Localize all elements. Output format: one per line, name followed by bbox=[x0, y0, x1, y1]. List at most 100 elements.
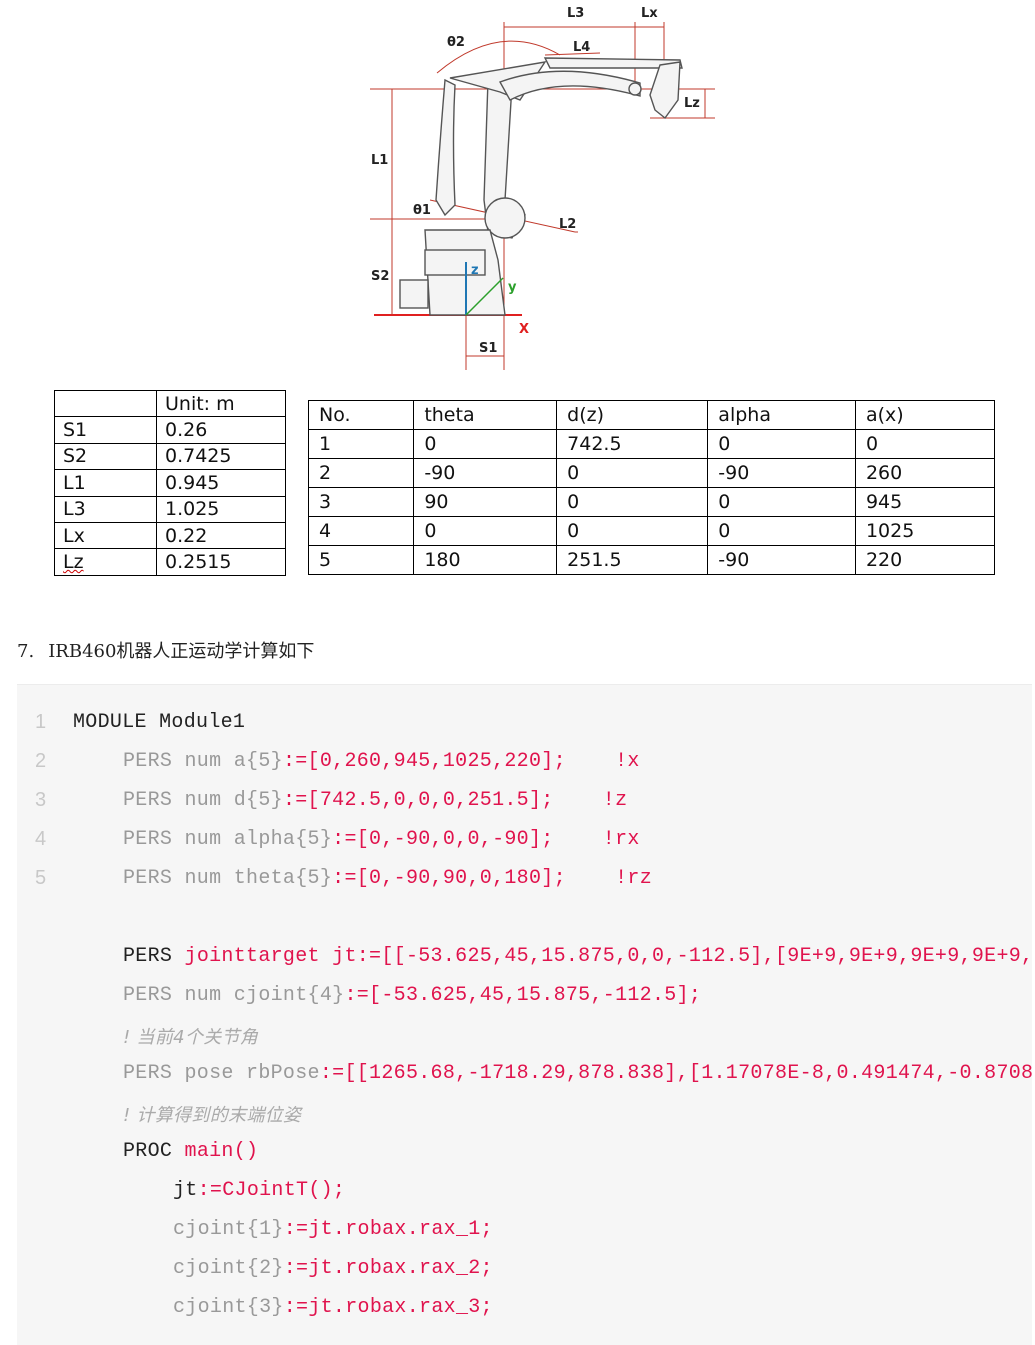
label-Lz: Lz bbox=[684, 96, 700, 111]
line-number: 3 bbox=[35, 789, 47, 811]
table-cell: a(x) bbox=[854, 400, 996, 430]
code-token: PERS num d{5} bbox=[123, 789, 283, 812]
table-cell: 0 bbox=[556, 487, 709, 517]
table-cell: 3 bbox=[307, 487, 415, 517]
code-token: !rx bbox=[553, 828, 640, 851]
code-token: :=jt.robax.rax_3; bbox=[283, 1296, 493, 1319]
code-text: jt:=CJointT(); bbox=[173, 1179, 345, 1202]
table-cell: 180 bbox=[413, 545, 558, 575]
code-token: :=[-53.625,45,15.875,-112.5]; bbox=[344, 984, 702, 1007]
line-number: 5 bbox=[35, 867, 47, 889]
table-cell: 5 bbox=[307, 545, 415, 575]
code-text: ! 当前4个关节角 bbox=[123, 1023, 258, 1050]
code-token: PERS pose rbPose bbox=[123, 1062, 320, 1085]
label-L2: L2 bbox=[559, 217, 576, 232]
table-cell: 0.2515 bbox=[156, 548, 286, 576]
table-cell: 220 bbox=[854, 545, 996, 575]
label-L1: L1 bbox=[371, 153, 388, 168]
code-token: :=CJointT(); bbox=[197, 1179, 346, 1202]
code-token: cjoint{1} bbox=[173, 1218, 284, 1241]
code-token: PERS num cjoint{4} bbox=[123, 984, 345, 1007]
table-cell: 0 bbox=[413, 516, 558, 546]
table-header-row: Unit: m bbox=[54, 389, 286, 418]
table-cell: 90 bbox=[413, 487, 558, 517]
table-cell bbox=[54, 389, 157, 418]
code-token: PERS num alpha{5} bbox=[123, 828, 333, 851]
table-cell: theta bbox=[413, 400, 558, 430]
code-text: PERS pose rbPose:=[[1265.68,-1718.29,878… bbox=[123, 1062, 1032, 1085]
code-token: :=[0,-90,0,0,-90]; bbox=[332, 828, 554, 851]
code-text: PERS num alpha{5}:=[0,-90,0,0,-90]; !rx bbox=[123, 828, 640, 851]
code-token: main() bbox=[184, 1140, 259, 1163]
robot-kinematics-diagram: L3 Lx θ2 L4 L1 θ1 L2 Lz S2 z y X S1 bbox=[370, 6, 715, 370]
code-comment: ! 当前4个关节角 bbox=[123, 1027, 259, 1048]
code-token: cjoint{2} bbox=[173, 1257, 284, 1280]
table-cell: L1 bbox=[54, 469, 157, 497]
code-token: jt bbox=[173, 1179, 198, 1202]
table-cell: 0 bbox=[707, 487, 856, 517]
table-cell: L3 bbox=[54, 495, 157, 523]
line-number: 1 bbox=[35, 711, 47, 733]
label-L4: L4 bbox=[573, 40, 590, 55]
code-text: PERS jointtarget jt:=[[-53.625,45,15.875… bbox=[123, 945, 1032, 968]
table-cell: Lx bbox=[54, 521, 157, 550]
label-Lx: Lx bbox=[641, 6, 658, 21]
code-token: :=[0,-90,90,0,180]; bbox=[332, 867, 566, 890]
table-cell: 0 bbox=[556, 458, 709, 488]
code-comment: ! 计算得到的末端位姿 bbox=[123, 1105, 302, 1126]
table-cell: 2 bbox=[307, 458, 415, 488]
code-token: cjoint{3} bbox=[173, 1296, 284, 1319]
table-cell: 945 bbox=[854, 487, 996, 517]
table-cell: 0 bbox=[854, 429, 996, 459]
code-text: ! 计算得到的末端位姿 bbox=[123, 1101, 301, 1128]
label-x-axis: X bbox=[519, 322, 529, 337]
table-cell: -90 bbox=[413, 458, 558, 488]
code-token: PERS num theta{5} bbox=[123, 867, 333, 890]
table-cell: 0.945 bbox=[156, 469, 286, 497]
table-cell: 1.025 bbox=[156, 495, 286, 523]
code-token: PERS num a{5} bbox=[123, 750, 283, 773]
table-cell: 1 bbox=[307, 429, 415, 459]
section-number: 7. bbox=[17, 641, 35, 662]
line-number: 2 bbox=[35, 750, 47, 772]
label-theta1: θ1 bbox=[413, 203, 431, 218]
code-text: PERS num a{5}:=[0,260,945,1025,220]; !x bbox=[123, 750, 640, 773]
label-S2: S2 bbox=[371, 269, 389, 284]
code-text: PROC main() bbox=[123, 1140, 258, 1163]
code-token: :=jt.robax.rax_1; bbox=[283, 1218, 493, 1241]
label-y-axis: y bbox=[508, 280, 517, 295]
code-token: !rz bbox=[565, 867, 653, 890]
code-text: cjoint{3}:=jt.robax.rax_3; bbox=[173, 1296, 493, 1319]
code-block: 1 MODULE Module1 2 PERS num a{5}:=[0,260,94… bbox=[17, 684, 1032, 1345]
table-cell: 0.7425 bbox=[156, 442, 286, 471]
axes bbox=[465, 262, 504, 316]
code-text: cjoint{2}:=jt.robax.rax_2; bbox=[173, 1257, 493, 1280]
table-cell: -90 bbox=[707, 545, 856, 575]
table-cell: 742.5 bbox=[556, 429, 709, 459]
table-cell: 0 bbox=[413, 429, 558, 459]
table-cell: d(z) bbox=[556, 400, 709, 430]
label-theta2: θ2 bbox=[447, 35, 465, 50]
table-cell: S1 bbox=[54, 416, 157, 444]
code-token: MODULE Module1 bbox=[73, 711, 246, 734]
label-z-axis: z bbox=[471, 263, 479, 278]
table-cell: 0.22 bbox=[156, 521, 286, 550]
line-number: 4 bbox=[35, 828, 47, 850]
table-cell: 251.5 bbox=[556, 545, 709, 575]
code-token: PROC bbox=[123, 1140, 185, 1163]
table-cell: S2 bbox=[54, 442, 157, 471]
code-token: :=jt.robax.rax_2; bbox=[283, 1257, 493, 1280]
table-cell: No. bbox=[307, 400, 415, 430]
code-token: PERS bbox=[123, 945, 185, 968]
